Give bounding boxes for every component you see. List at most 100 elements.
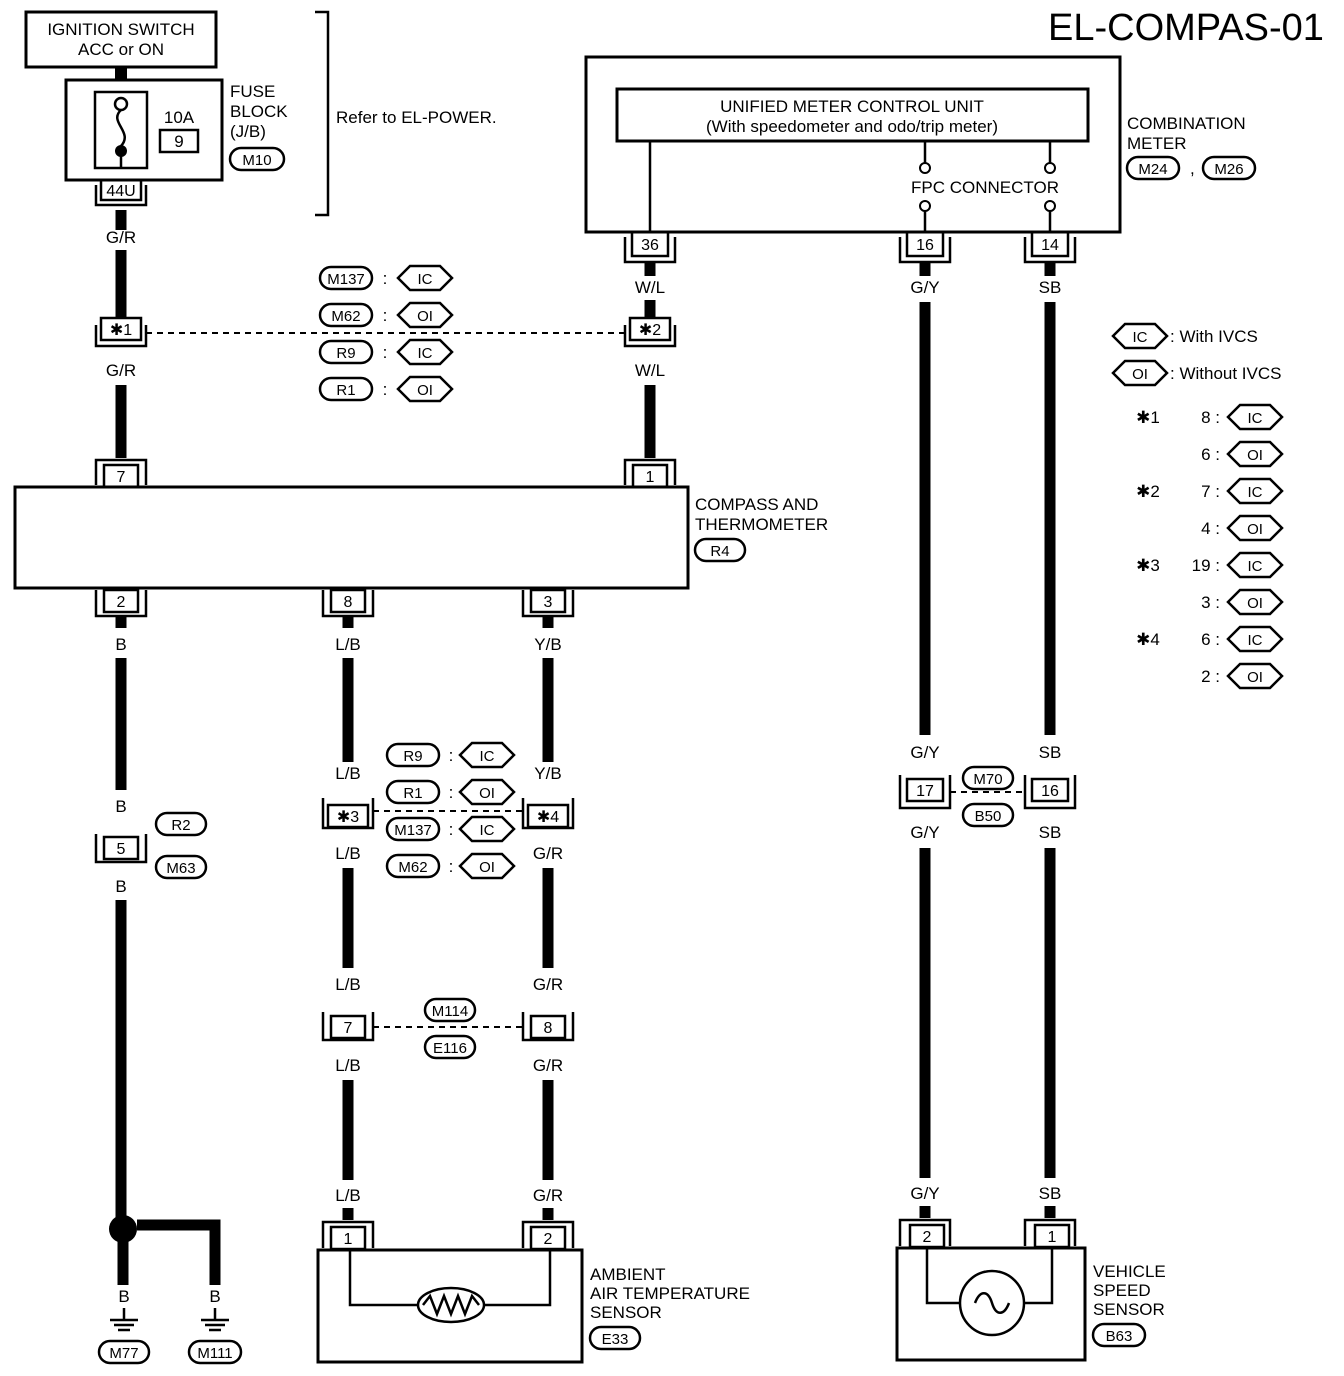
junction-pin-5: 5 xyxy=(117,841,126,858)
legend-tag-ic-tag-shape xyxy=(1111,322,1169,350)
umcu-sub-label: (With speedometer and odo/trip meter) xyxy=(706,117,998,136)
tag-oi: OI xyxy=(417,382,433,399)
vss-pin-1: 1 xyxy=(1023,1218,1077,1249)
tag-oi: OI xyxy=(479,859,495,876)
wire-color-lb-3: L/B xyxy=(335,844,361,863)
tag-oi: OI xyxy=(479,785,495,802)
legend-pin: 4 : xyxy=(1201,519,1220,538)
wire-color-b-4: B xyxy=(118,1287,129,1306)
refer-note: Refer to EL-POWER. xyxy=(336,108,497,127)
compass-pin-8: 8 xyxy=(321,588,375,618)
compass-pin-2: 2 xyxy=(94,588,148,618)
wire-color-b: B xyxy=(115,635,126,654)
junction-connector-m62-shape xyxy=(318,302,374,328)
legend-tag-ic: IC xyxy=(1248,558,1263,575)
legend-tag-ic-tag-shape xyxy=(1226,551,1284,579)
svg-text:14: 14 xyxy=(1041,237,1059,254)
ambient-pin-1: 1 xyxy=(321,1220,375,1251)
connector-r2: R2 xyxy=(171,817,190,834)
fpc-connector-label: FPC CONNECTOR xyxy=(911,178,1059,197)
wire-color-gr-2: G/R xyxy=(106,361,136,380)
fuse-number: 9 xyxy=(174,132,183,151)
wire-color-yb-2: Y/B xyxy=(534,764,561,783)
combination-meter: UNIFIED METER CONTROL UNIT (With speedom… xyxy=(584,55,1122,234)
ambient-sensor-label: AMBIENT xyxy=(590,1265,666,1284)
wire-color-b-3: B xyxy=(115,877,126,896)
wire-color-gr-4: G/R xyxy=(533,975,563,994)
wire-color-lb-2: L/B xyxy=(335,764,361,783)
svg-text:36: 36 xyxy=(641,237,659,254)
junction-pin-3: ✱3 xyxy=(337,809,359,826)
tag-ic-tag-shape xyxy=(458,741,516,769)
fuse-terminal: 44U xyxy=(106,183,135,200)
svg-text:16: 16 xyxy=(1041,783,1059,800)
wire-color-b-5: B xyxy=(209,1287,220,1306)
wire-color-gy-2: G/Y xyxy=(910,743,939,762)
vehicle-speed-sensor xyxy=(895,1246,1087,1362)
legend-tag-oi: OI xyxy=(1247,669,1263,686)
fuse-block-connector: M10 xyxy=(242,152,271,169)
tag-oi-tag-shape xyxy=(396,375,454,403)
svg-text:8: 8 xyxy=(344,594,353,611)
vss-connector: B63 xyxy=(1106,1328,1133,1345)
compass-pin-1: 1 xyxy=(623,458,677,489)
legend-tag-ic: IC xyxy=(1248,484,1263,501)
connector-e116: E116 xyxy=(433,1040,467,1057)
legend-pin: 6 : xyxy=(1201,630,1220,649)
svg-text:2: 2 xyxy=(544,1231,553,1248)
tag-oi-tag-shape xyxy=(458,778,516,806)
fuse-block: 10A 9 xyxy=(64,78,224,182)
combination-meter-label: COMBINATION xyxy=(1127,114,1246,133)
svg-text:17: 17 xyxy=(916,783,934,800)
junction-connector-r1-shape xyxy=(385,779,441,805)
vss-label: VEHICLE xyxy=(1093,1262,1166,1281)
svg-text:2: 2 xyxy=(923,1229,932,1246)
tag-oi-tag-shape xyxy=(396,301,454,329)
wire-color-gr-5: G/R xyxy=(533,1056,563,1075)
legend-ic-text: : With IVCS xyxy=(1170,327,1258,346)
legend-star: ✱4 xyxy=(1136,630,1160,649)
legend-tag-oi-tag-shape xyxy=(1226,440,1284,468)
legend-tag-oi: OI xyxy=(1247,447,1263,464)
legend-pin: 19 : xyxy=(1192,556,1220,575)
ac-signal-icon xyxy=(973,1292,1011,1314)
legend-tag-oi-tag-shape xyxy=(1226,514,1284,542)
svg-text:3: 3 xyxy=(544,594,553,611)
wire-color-sb-4: SB xyxy=(1039,1184,1062,1203)
compass-label: COMPASS AND xyxy=(695,495,818,514)
wire-color-gy: G/Y xyxy=(910,278,939,297)
junction-pin-16: 16 xyxy=(1023,775,1077,810)
ground-icon xyxy=(110,1308,138,1332)
tag-ic-tag-shape xyxy=(458,815,516,843)
vss-pin-2: 2 xyxy=(898,1218,952,1249)
wire-color-sb: SB xyxy=(1039,278,1062,297)
ground-connector-m77: M77 xyxy=(109,1345,138,1362)
combination-meter-connector-2: M26 xyxy=(1214,161,1243,178)
ground-connector-m111: M111 xyxy=(197,1345,232,1362)
separator-colon: : xyxy=(383,306,388,325)
separator-colon: : xyxy=(449,746,454,765)
junction-connector-m137-shape xyxy=(385,816,441,842)
junction-pin-4: ✱4 xyxy=(537,809,559,826)
connector-b50: B50 xyxy=(975,808,1002,825)
wire-color-gr-3: G/R xyxy=(533,844,563,863)
fuse-icon xyxy=(116,109,126,147)
compass-thermometer-unit xyxy=(13,485,690,590)
legend-pin: 8 : xyxy=(1201,408,1220,427)
junction-pin-7: 7 xyxy=(344,1020,353,1037)
vss-label-3: SENSOR xyxy=(1093,1300,1165,1319)
wire-color-lb-4: L/B xyxy=(335,975,361,994)
separator-colon: : xyxy=(383,269,388,288)
legend-pin: 2 : xyxy=(1201,667,1220,686)
legend-tag-oi: OI xyxy=(1132,366,1148,383)
tag-ic-tag-shape xyxy=(396,264,454,292)
svg-text:16: 16 xyxy=(916,237,934,254)
junction-pin-1: ✱1 xyxy=(110,322,132,339)
wire-color-gr: G/R xyxy=(106,228,136,247)
junction-connector-m62-shape xyxy=(385,853,441,879)
compass-pin-3: 3 xyxy=(521,588,575,618)
ignition-switch: IGNITION SWITCH ACC or ON xyxy=(24,10,218,69)
